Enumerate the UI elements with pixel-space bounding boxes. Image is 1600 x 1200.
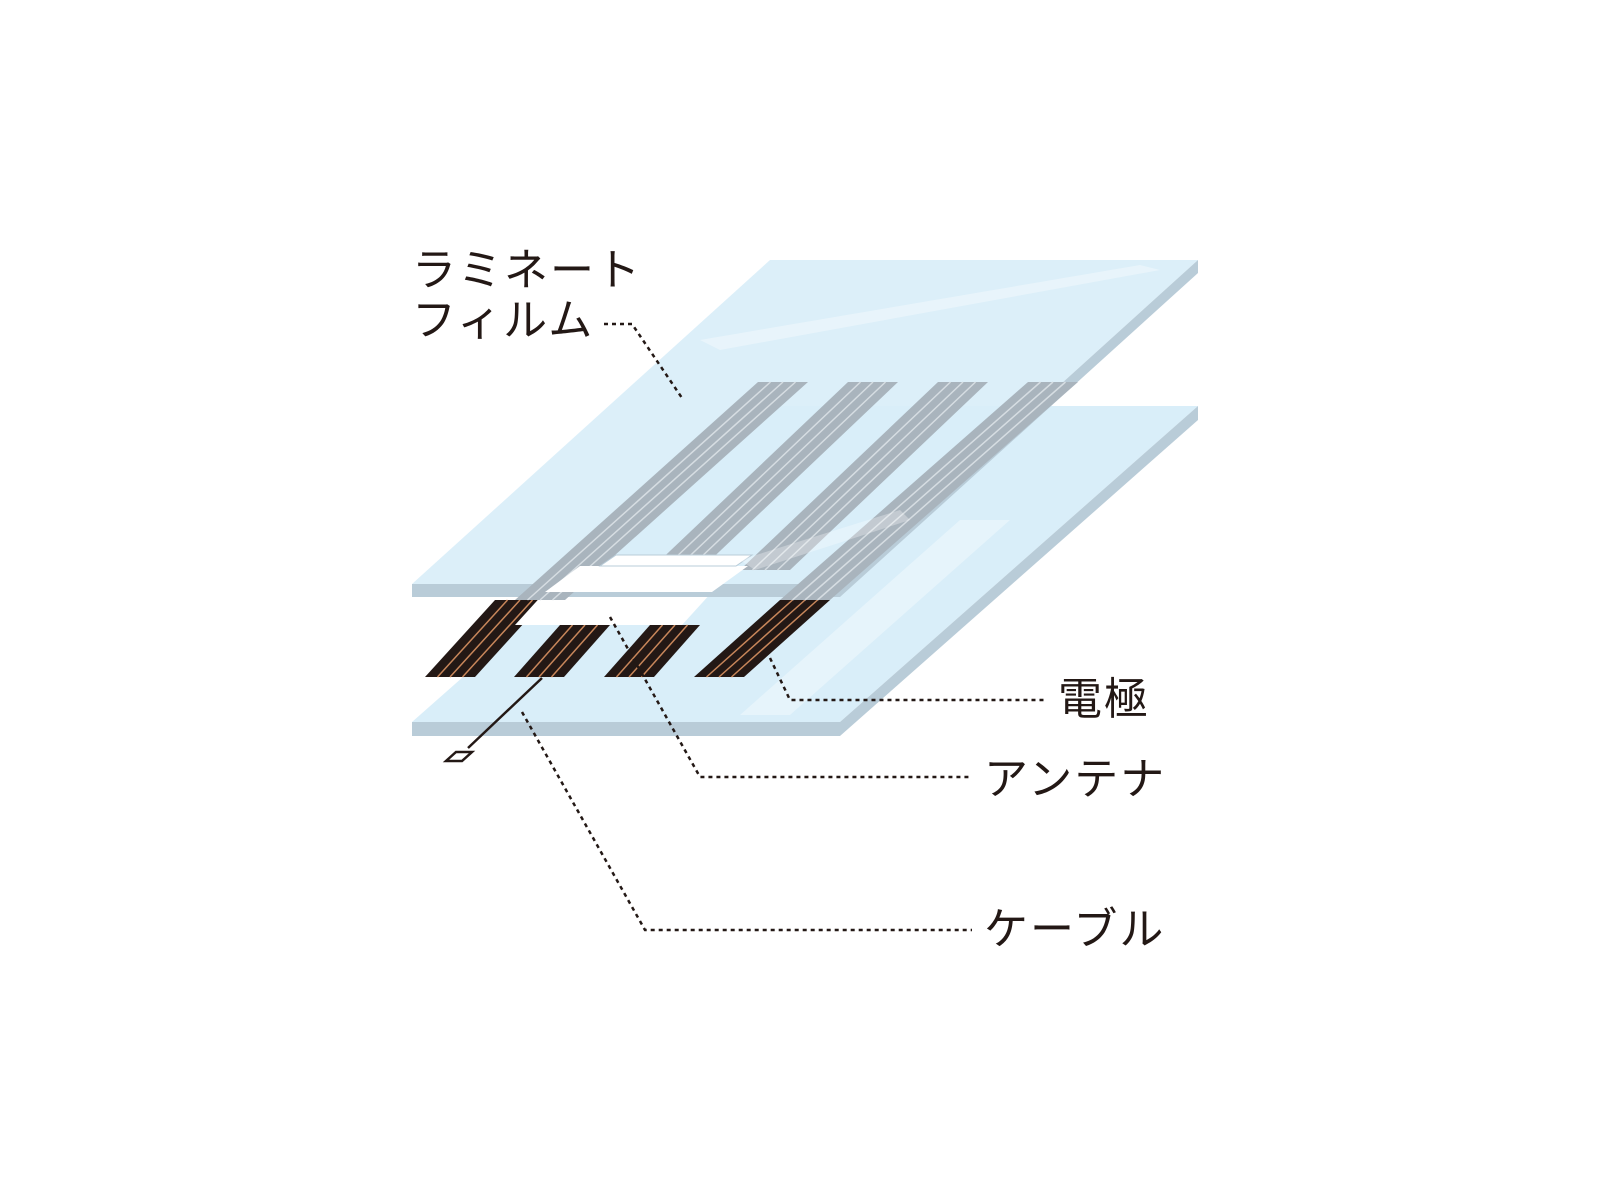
top-film-top-face [412, 260, 1198, 584]
label-cable: ケーブル [984, 904, 1166, 955]
antenna-through-film [545, 566, 748, 592]
label-laminate-line2: フィルム [412, 295, 595, 346]
label-laminate-line1: ラミネート [412, 245, 642, 296]
electrode-conductor-line [661, 381, 862, 571]
electrode-conductor-line [751, 381, 952, 571]
electrode-conductor-line [551, 381, 797, 601]
electrode-conductor-line [449, 599, 521, 678]
cable-connector [442, 750, 476, 763]
leader-line-cable [520, 711, 972, 932]
bottom-film-side-edge [840, 406, 1198, 736]
electrodes-through-film [515, 381, 1078, 601]
electrode-conductor-line [718, 599, 806, 678]
electrode-conductor-line [674, 381, 874, 571]
cable-wire [467, 677, 543, 749]
electrode-conductor-line [525, 624, 574, 678]
electrode-conductor-line [526, 381, 772, 601]
electrode-conductor-line [615, 624, 664, 678]
electrode-conductor-line [730, 599, 819, 678]
bottom-film-glare [740, 520, 1010, 715]
leader-line-laminate [604, 322, 684, 399]
electrode-conductor-line [436, 599, 509, 678]
electrode-conductor-line [686, 381, 887, 571]
electrode-conductor-line [539, 381, 784, 601]
label-laminate-film: ラミネート フィルム [412, 246, 642, 346]
electrode-conductor-line [550, 624, 599, 678]
electrode-conductor-line [628, 624, 676, 678]
electrode-conductor-line [792, 381, 1041, 601]
electrode-conductor-line [817, 381, 1066, 601]
label-antenna: アンテナ [984, 754, 1167, 805]
top-film-glare [700, 265, 1160, 350]
bottom-film-front-edge [412, 722, 840, 736]
top-film-glare-2 [740, 510, 910, 570]
electrode-conductor-line [804, 381, 1054, 601]
leader-line-electrode [768, 657, 1045, 702]
cable [442, 677, 543, 763]
leader-lines [520, 322, 1045, 932]
antenna-connector-strip [598, 554, 754, 567]
antenna-exposed [515, 592, 712, 625]
electrode-conductor-line [764, 381, 964, 571]
electrode-conductor-line [640, 624, 689, 678]
electrode-conductor-line [538, 624, 586, 678]
label-electrode: 電極 [1058, 674, 1150, 725]
electrode-conductor-line [705, 599, 794, 678]
electrodes-exposed [425, 599, 830, 678]
electrode-conductor-line [776, 381, 977, 571]
electrode-conductor-line [461, 599, 534, 678]
